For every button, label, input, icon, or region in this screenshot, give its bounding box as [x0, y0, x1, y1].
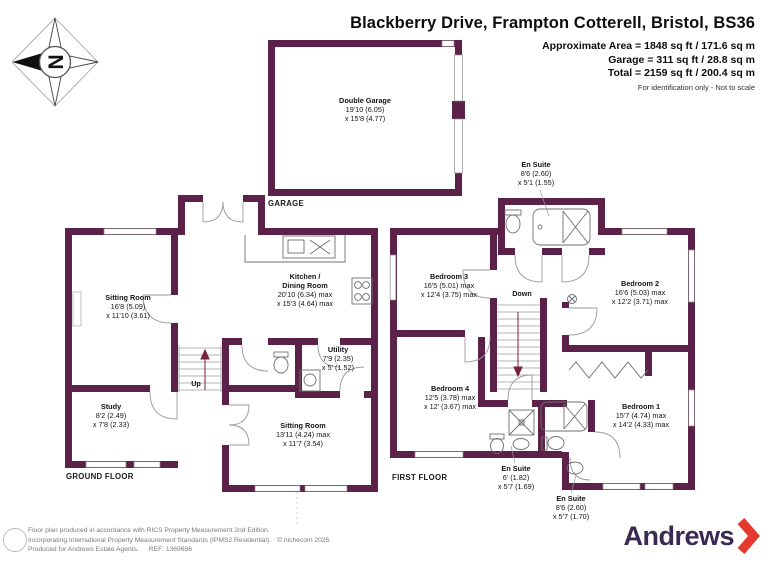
- room-label-double-garage: Double Garage 19'10 (6.05) x 15'8 (4.77): [339, 96, 391, 124]
- stairs-up-label: Up: [191, 379, 201, 388]
- ground-floor-section-label: GROUND FLOOR: [66, 472, 134, 481]
- stairs-down-label: Down: [512, 289, 532, 298]
- first-floor-section-label: FIRST FLOOR: [392, 473, 448, 482]
- copyright-text: © nichecom 2025.: [277, 536, 332, 544]
- room-label-bedroom-4: Bedroom 4 12'5 (3.78) max x 12' (3.67) m…: [423, 384, 477, 412]
- room-label-sitting-room: Sitting Room 16'8 (5.09) x 11'10 (3.61): [105, 293, 151, 321]
- footer-line-3: Produced for Andrews Estate Agents.REF: …: [28, 546, 192, 554]
- compass-north-letter: N: [44, 54, 67, 69]
- disclaimer-text: For identification only - Not to scale: [637, 83, 755, 92]
- compass-icon: N: [12, 17, 99, 107]
- room-label-sitting-room-2: Sitting Room 13'11 (4.24) max x 11'7 (3.…: [276, 421, 330, 449]
- room-label-bedroom-2: Bedroom 2 16'6 (5.03) max x 12'2 (3.71) …: [611, 279, 669, 307]
- footer-line-2: Incorporating International Property Mea…: [28, 536, 332, 544]
- garage-area: Garage = 311 sq ft / 28.8 sq m: [608, 53, 755, 66]
- andrews-logo: Andrews: [623, 517, 760, 555]
- footer-fine-print: Floor plan produced in accordance with R…: [28, 526, 331, 555]
- page-title: Blackberry Drive, Frampton Cotterell, Br…: [350, 14, 755, 32]
- room-label-bedroom-3: Bedroom 3 16'5 (5.01) max x 12'4 (3.75) …: [420, 272, 478, 300]
- room-label-bedroom-1: Bedroom 1 15'7 (4.74) max x 14'2 (4.33) …: [612, 402, 670, 430]
- room-label-study: Study 8'2 (2.49) x 7'8 (2.33): [92, 402, 130, 430]
- room-label-ensuite-bottom: En Suite 8'6 (2.60) x 5'7 (1.70): [552, 494, 590, 522]
- footer-line-1: Floor plan produced in accordance with R…: [28, 527, 270, 534]
- room-label-utility: Utility 7'9 (2.35) x 5' (1.52): [321, 345, 355, 373]
- total-area: Total = 2159 sq ft / 200.4 sq m: [607, 67, 755, 79]
- approx-area: Approximate Area = 1848 sq ft / 171.6 sq…: [542, 40, 755, 52]
- andrews-logo-text: Andrews: [623, 520, 734, 551]
- room-label-ensuite-top: En Suite 8'6 (2.60) x 5'1 (1.55): [517, 160, 555, 188]
- room-label-ensuite-mid: En Suite 6' (1.82) x 5'7 (1.69): [497, 464, 535, 492]
- andrews-chevron-icon: [737, 518, 760, 554]
- header: Blackberry Drive, Frampton Cotterell, Br…: [350, 14, 755, 92]
- reference-number: REF: 1369686: [148, 546, 192, 554]
- room-label-kitchen-dining: Kitchen / Dining Room 20'10 (6.34) max x…: [276, 272, 334, 309]
- garage-section-label: GARAGE: [268, 199, 305, 208]
